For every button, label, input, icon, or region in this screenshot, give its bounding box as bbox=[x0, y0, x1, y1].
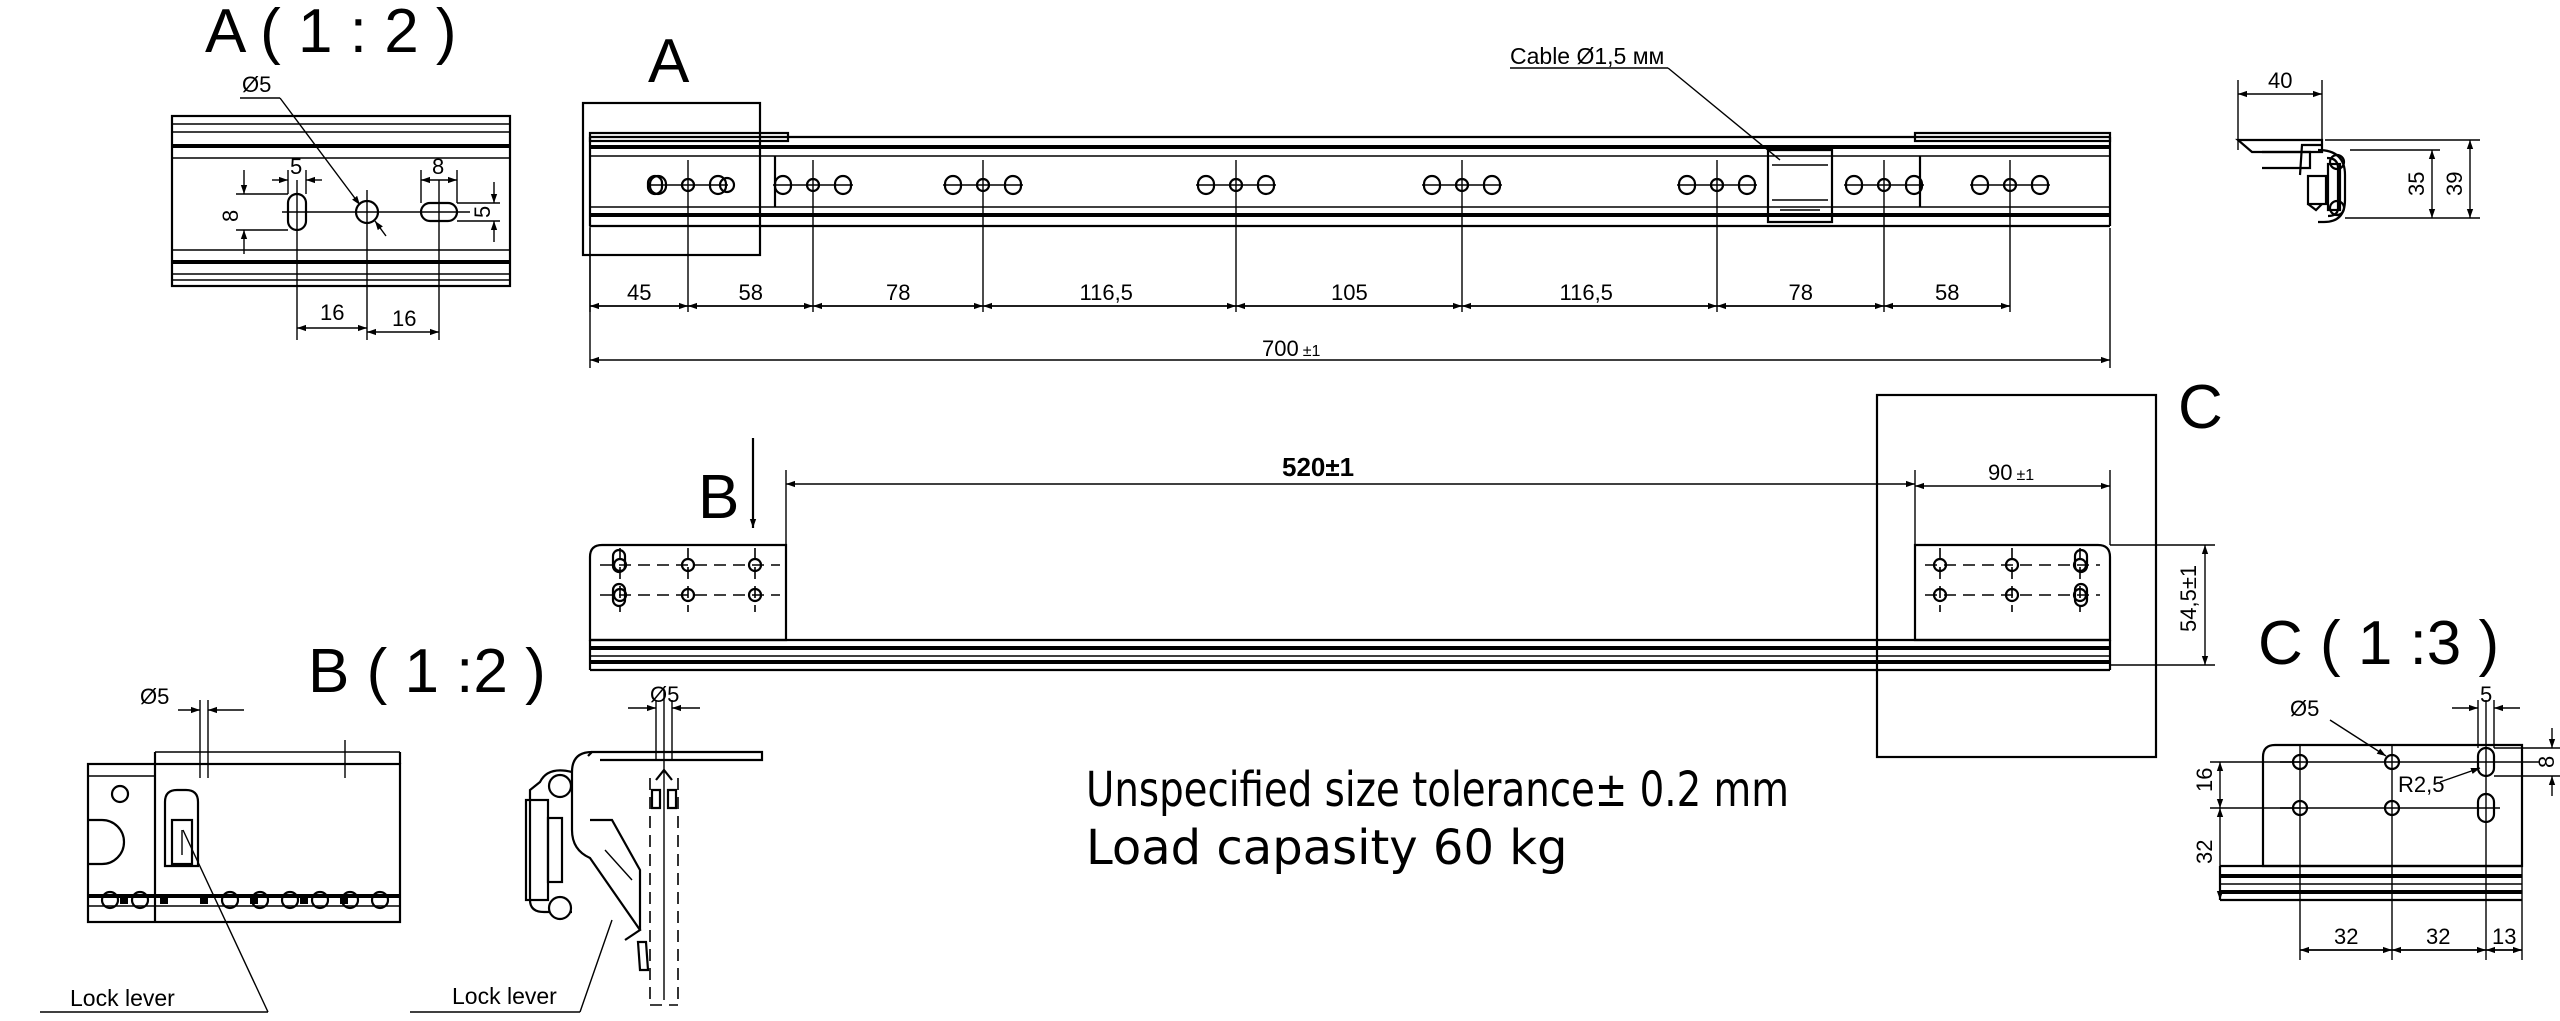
c-dim-32-vert: 32 bbox=[2192, 840, 2217, 864]
load-note: Load capasity 60 kg bbox=[1086, 820, 1568, 876]
slot-icon bbox=[1003, 174, 1023, 196]
bracket-holes bbox=[600, 548, 2100, 612]
hole-diameter-dim: Ø5 bbox=[242, 72, 271, 97]
c-hole-dia-dim: Ø5 bbox=[2290, 696, 2319, 721]
spacing-dim: 116,5 bbox=[1080, 280, 1133, 305]
detail-c-marker: C bbox=[2178, 373, 2223, 442]
spacing-dim: 116,5 bbox=[1560, 280, 1613, 305]
spacing-dim: 78 bbox=[1789, 280, 1813, 305]
spacing-dim: 105 bbox=[1331, 280, 1368, 305]
detail-a-view: A ( 1 : 2 ) 16 16 5 8 bbox=[170, 0, 512, 340]
top-view-rail: A Cable Ø1,5 мм 45 58 78 116,5 105 116,5 78 58 bbox=[581, 27, 2112, 368]
b-lock-lever-right: Lock lever bbox=[452, 983, 557, 1009]
spacing-dim: 58 bbox=[1935, 280, 1959, 305]
slot-icon bbox=[943, 174, 963, 196]
detail-c-view: C ( 1 :3 ) 32 32 13 16 32 bbox=[2192, 609, 2560, 960]
c-dim-32-a: 32 bbox=[2334, 924, 2358, 949]
pitch-right-dim: 16 bbox=[392, 306, 416, 331]
end-height-outer-dim: 39 bbox=[2442, 172, 2467, 196]
height-dim: 54,5±1 bbox=[2176, 565, 2201, 632]
cable-label: Cable Ø1,5 мм bbox=[1510, 43, 1664, 69]
slot-height-right-dim: 5 bbox=[470, 206, 495, 218]
tolerance-note: Unspecified size tolerance± 0.2 mm bbox=[1086, 762, 1789, 818]
detail-b-view: B ( 1 :2 ) Ø5 Lock lever bbox=[40, 637, 764, 1013]
detail-b-title: B ( 1 :2 ) bbox=[308, 637, 546, 706]
detail-b-marker: B bbox=[698, 463, 739, 532]
overall-length-dim: 700±1 bbox=[1262, 336, 1321, 361]
b-hole-dia-right-dim: Ø5 bbox=[650, 682, 679, 707]
slot-icon bbox=[1677, 174, 1697, 196]
slot-icon bbox=[1970, 174, 1990, 196]
c-slot-width-dim: 5 bbox=[2480, 682, 2492, 707]
b-lock-lever-left: Lock lever bbox=[70, 985, 175, 1011]
detail-c-title: C ( 1 :3 ) bbox=[2258, 609, 2499, 678]
slot-width-left-dim: 5 bbox=[290, 154, 302, 179]
b-hole-dia-left-dim: Ø5 bbox=[140, 684, 169, 709]
ball-icon bbox=[220, 890, 240, 910]
slot-icon bbox=[708, 174, 728, 196]
slot-icon bbox=[1737, 174, 1757, 196]
ball-icon bbox=[100, 890, 120, 910]
end-width-dim: 40 bbox=[2268, 68, 2292, 93]
slot-icon bbox=[1482, 174, 1502, 196]
slot-icon bbox=[1196, 174, 1216, 196]
span-dim: 520±1 bbox=[1282, 452, 1354, 482]
ball-icon bbox=[310, 890, 330, 910]
slot-icon bbox=[2030, 174, 2050, 196]
detail-a-title: A ( 1 : 2 ) bbox=[205, 0, 457, 66]
c-dim-32-b: 32 bbox=[2426, 924, 2450, 949]
ball-icon bbox=[370, 890, 390, 910]
ball-icon bbox=[130, 890, 150, 910]
slot-height-left-dim: 8 bbox=[218, 210, 243, 222]
ball-icon bbox=[280, 890, 300, 910]
c-radius-dim: R2,5 bbox=[2398, 772, 2444, 797]
spacing-dim: 45 bbox=[627, 280, 651, 305]
bearing-balls bbox=[100, 890, 390, 910]
notes: Unspecified size tolerance± 0.2 mm Load … bbox=[1086, 762, 1789, 876]
slot-width-right-dim: 8 bbox=[432, 154, 444, 179]
slot-icon bbox=[1844, 174, 1864, 196]
detail-a-frame bbox=[581, 101, 762, 257]
c-dim-16: 16 bbox=[2192, 768, 2217, 792]
c-span-dim: 90±1 bbox=[1988, 460, 2034, 485]
spacing-dimensions: 45 58 78 116,5 105 116,5 78 58 bbox=[590, 280, 2010, 310]
detail-a-marker: A bbox=[648, 27, 690, 96]
pitch-left-dim: 16 bbox=[320, 300, 344, 325]
detail-c-frame bbox=[1875, 393, 2158, 759]
c-slot-height-dim: 8 bbox=[2534, 756, 2559, 768]
rail-holes bbox=[646, 174, 2050, 196]
end-view: 40 35 39 bbox=[2235, 68, 2480, 224]
spacing-dim: 58 bbox=[739, 280, 763, 305]
c-dim-13: 13 bbox=[2492, 924, 2516, 949]
end-height-inner-dim: 35 bbox=[2404, 172, 2429, 196]
slot-icon bbox=[833, 174, 853, 196]
slot-icon bbox=[773, 174, 793, 196]
slot-icon bbox=[1422, 174, 1442, 196]
slot-icon bbox=[1256, 174, 1276, 196]
side-view-rail: B C 520±1 90±1 54,5±1 bbox=[588, 373, 2223, 759]
slot-icon bbox=[1904, 174, 1924, 196]
spacing-dim: 78 bbox=[886, 280, 910, 305]
